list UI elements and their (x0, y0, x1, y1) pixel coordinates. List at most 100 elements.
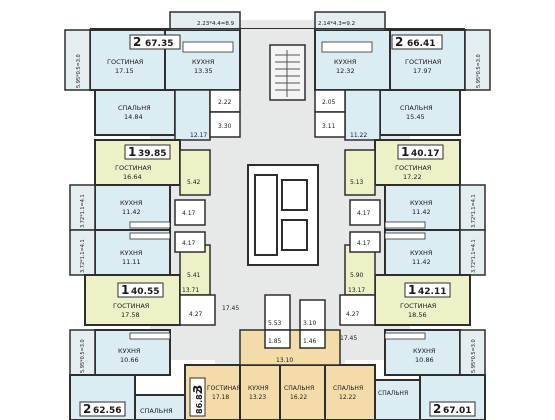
corridor-left-area: 17.45 (222, 305, 239, 312)
a5-kitchen-name: КУХНЯ (120, 249, 142, 257)
a2-living-name: ГОСТИНАЯ (405, 58, 441, 66)
a7-bath2-area: 3.10 (303, 320, 317, 327)
a1-living-name: ГОСТИНАЯ (107, 58, 143, 66)
a4-living-area: 17.22 (403, 173, 422, 181)
a4-bath-area: 4.17 (357, 210, 371, 217)
a8-area: 62.56 (93, 406, 121, 416)
a9-rooms: 2 (433, 402, 441, 416)
a4-badge (397, 144, 444, 160)
a7-kitchen (239, 364, 281, 420)
a5-loggia-area: 3.72*1.1=4.1 (80, 239, 86, 273)
a5-loggia (69, 229, 96, 276)
a6-hall (344, 244, 376, 296)
a7-bedroom1 (279, 364, 326, 420)
a2-kitchen-area: 12.32 (336, 67, 355, 75)
a6-hall-area: 5.90 (350, 272, 364, 279)
a3-area: 39.85 (138, 149, 166, 159)
a7-kitchen-name: КУХНЯ (248, 385, 269, 392)
apartment-1: 2 67.35 ГОСТИНАЯ 17.15 КУХНЯ 13.35 СПАЛЬ… (64, 11, 241, 141)
a3-badge (124, 144, 171, 160)
stair (269, 44, 306, 101)
a1-bedroom (94, 89, 176, 136)
a4-living-name: ГОСТИНАЯ (395, 164, 431, 172)
apartment-6: 1 42.11 КУХНЯ 11.42 ГОСТИНАЯ 18.56 5.90 … (339, 229, 486, 326)
a8-bedroom-name: СПАЛЬНЯ (140, 407, 173, 415)
a5-kitchen-area: 11.11 (122, 258, 141, 266)
a2-living-area: 17.97 (413, 67, 432, 75)
a6-area: 42.11 (418, 287, 446, 297)
a3-loggia (69, 184, 96, 231)
a9-kitchen-area: 10.86 (415, 356, 434, 364)
a2-bath2-area: 3.11 (322, 123, 336, 130)
a1-hall (174, 89, 211, 141)
a7-hall-area: 13.10 (276, 357, 293, 364)
a7-area: 86.82 (195, 389, 204, 414)
a5-area: 40.55 (131, 287, 159, 297)
a8-badge (79, 401, 126, 417)
a1-living-area: 17.15 (115, 67, 134, 75)
a6-kitchen-area: 11.42 (412, 258, 431, 266)
a5-living-area: 17.58 (121, 311, 140, 319)
a2-area: 66.41 (407, 39, 435, 49)
a7-bedroom2-area: 12.22 (339, 394, 356, 401)
a3-hall-area: 5.42 (187, 179, 201, 186)
a7-bath1-area: 5.53 (268, 320, 282, 327)
a1-bath2 (209, 111, 241, 138)
a2-bedroom (379, 89, 461, 136)
a4-area: 40.17 (411, 149, 439, 159)
a8-rooms: 2 (83, 402, 91, 416)
a2-bedroom-name: СПАЛЬНЯ (400, 104, 433, 112)
a6-loggia (459, 229, 486, 276)
a5-hall2-area: 13.71 (182, 287, 199, 294)
a5-hall-area: 5.41 (187, 272, 201, 279)
a1-badge (129, 34, 181, 50)
a7-bedroom1-name: СПАЛЬНЯ (284, 385, 314, 392)
a2-bath1-area: 2.05 (322, 99, 336, 106)
a3-bath-area: 4.17 (182, 210, 196, 217)
a4-hall-area: 5.13 (350, 179, 364, 186)
building-outline-top (90, 28, 465, 29)
a9-loggia-area: 5.95*0.5=3.0 (471, 339, 477, 373)
a4-rooms: 1 (401, 145, 409, 159)
a6-living-area: 18.56 (408, 311, 427, 319)
a1-bedroom-area: 14.84 (124, 113, 143, 121)
a2-hall (344, 89, 381, 141)
a7-kitchen-area: 13.23 (249, 394, 266, 401)
a7-rooms: 3 (191, 385, 205, 393)
a4-kitchen-area: 11.42 (412, 208, 431, 216)
a1-side-area: 5.95*0.5=3.0 (76, 54, 82, 88)
a1-side (64, 29, 91, 91)
a1-bedroom-name: СПАЛЬНЯ (118, 104, 151, 112)
a3-living-area: 16.64 (123, 173, 142, 181)
apartment-4: 1 40.17 ГОСТИНАЯ 17.22 КУХНЯ 11.42 5.13 … (344, 139, 486, 231)
apartment-7: 3 86.82 ГОСТИНАЯ 17.18 КУХНЯ 13.23 СПАЛЬ… (184, 294, 376, 420)
a3-living-name: ГОСТИНАЯ (115, 164, 151, 172)
a8-kitchen-name: КУХНЯ (118, 347, 140, 355)
a6-bath2 (339, 294, 376, 326)
a9-area: 67.01 (443, 406, 471, 416)
a5-bath (174, 231, 206, 253)
a1-kitchen-area: 13.35 (194, 67, 213, 75)
a5-hall (179, 244, 211, 296)
a7-bedroom2 (324, 364, 376, 420)
a4-loggia (459, 184, 486, 231)
a1-bath1-area: 2.22 (218, 99, 232, 106)
a1-balcony (169, 11, 241, 31)
a2-balcony (314, 11, 386, 31)
a7-living-name: ГОСТИНАЯ (207, 385, 241, 392)
corridor-right-area: 17.45 (340, 335, 357, 342)
a2-side (464, 29, 491, 91)
a7-bath1 (264, 294, 291, 331)
a6-bath-area: 4.17 (357, 240, 371, 247)
a1-area: 67.35 (145, 39, 173, 49)
a6-loggia-area: 3.72*1.1=4.1 (471, 239, 477, 273)
apartment-2: 2 66.41 КУХНЯ 12.32 ГОСТИНАЯ 17.97 СПАЛЬ… (314, 11, 491, 141)
a2-bath2 (314, 111, 346, 138)
elevator-core (247, 164, 319, 266)
a8-loggia (69, 329, 96, 376)
a2-kitchen (314, 29, 391, 91)
a6-rooms: 1 (408, 283, 416, 297)
a3-kitchen-name: КУХНЯ (120, 199, 142, 207)
a2-bedroom-area: 15.45 (406, 113, 425, 121)
